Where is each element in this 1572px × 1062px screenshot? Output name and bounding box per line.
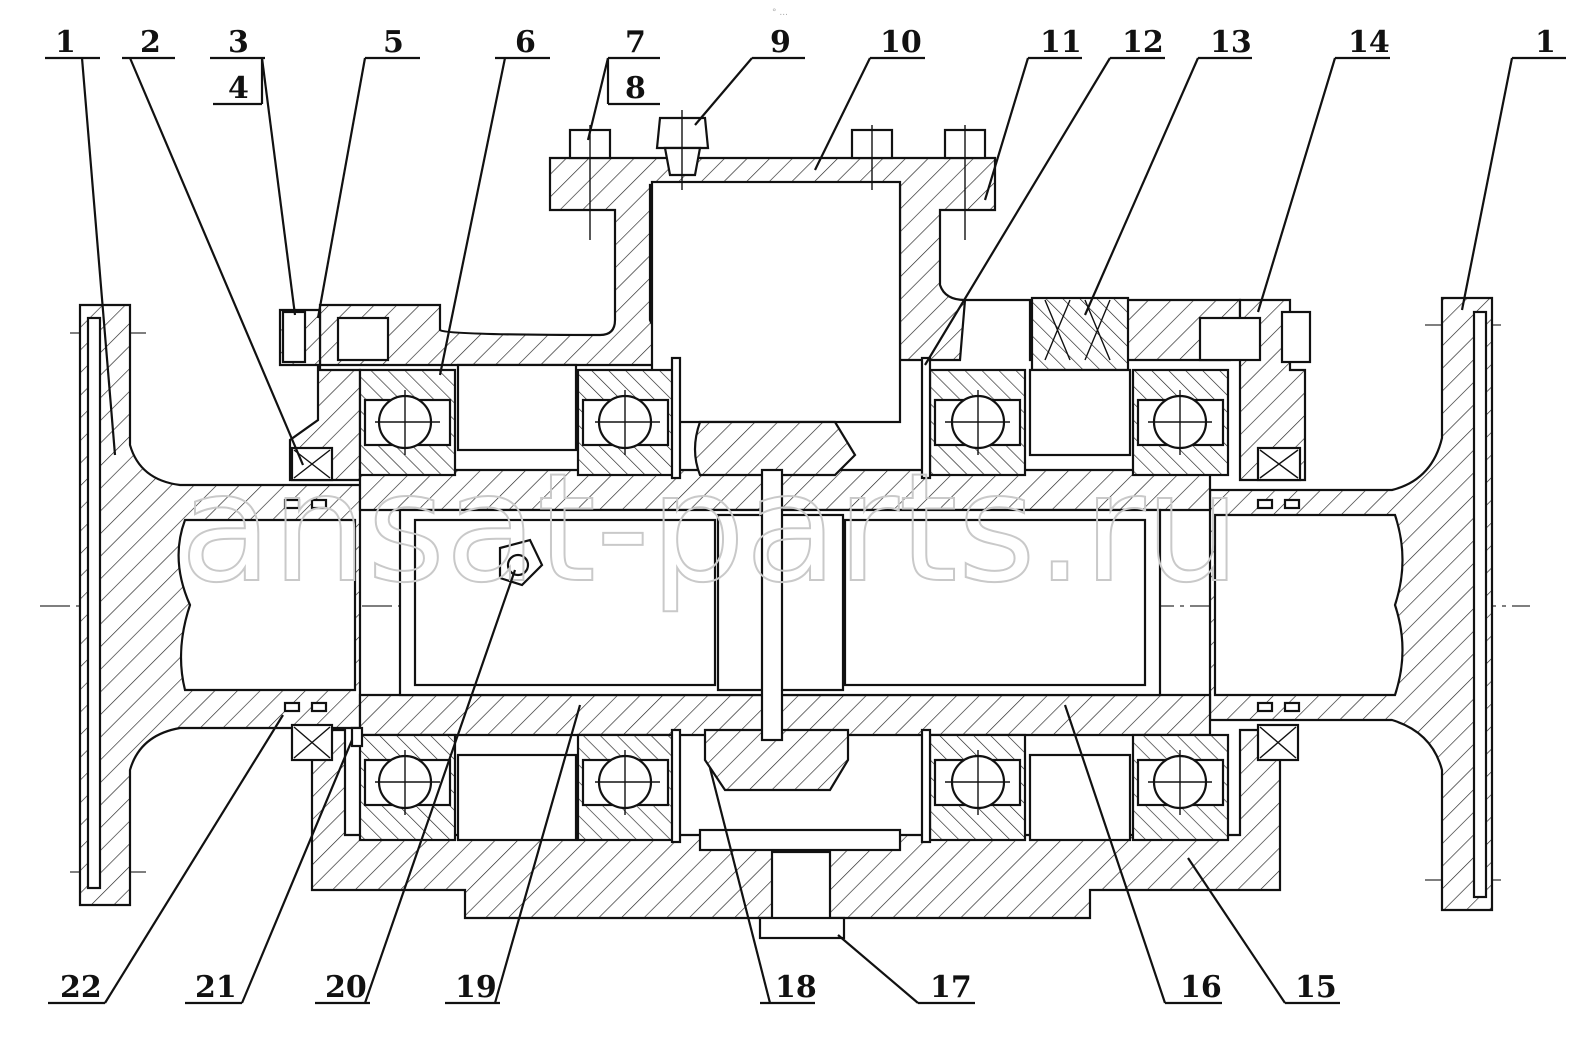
callout-9: 9 bbox=[770, 25, 791, 60]
left-end-cap bbox=[278, 308, 390, 482]
callout-14: 14 bbox=[1348, 25, 1390, 60]
shift-pin bbox=[760, 468, 784, 742]
leader-lines-bottom bbox=[48, 569, 1340, 1005]
spacer-upper-right bbox=[1028, 368, 1132, 457]
callout-4: 4 bbox=[228, 71, 249, 106]
callout-20: 20 bbox=[325, 970, 367, 1005]
upper-housing bbox=[318, 156, 1242, 424]
gear-upper bbox=[693, 420, 857, 477]
gear-lower bbox=[703, 728, 850, 792]
snap-ring-upper-right bbox=[920, 356, 932, 480]
bearing-lower-4 bbox=[1131, 733, 1230, 842]
callout-17: 17 bbox=[930, 970, 972, 1005]
lower-housing bbox=[310, 728, 1282, 940]
callout-15: 15 bbox=[1295, 970, 1337, 1005]
grease-nipple bbox=[498, 538, 544, 587]
callout-3: 3 bbox=[228, 25, 249, 60]
spacer-lower-right bbox=[1028, 753, 1132, 842]
seal-lower-left bbox=[290, 723, 364, 762]
spacer-lower-left bbox=[456, 753, 578, 842]
bearing-upper-3 bbox=[928, 368, 1027, 477]
bearing-upper-1 bbox=[358, 368, 457, 477]
callout-12: 12 bbox=[1122, 25, 1164, 60]
watermark-text: ansat-parts.ru bbox=[180, 442, 1240, 616]
callout-18: 18 bbox=[775, 970, 817, 1005]
seal-lower-right bbox=[1256, 723, 1300, 762]
callout-22: 22 bbox=[60, 970, 102, 1005]
breather-plug bbox=[655, 110, 710, 190]
callout-11: 11 bbox=[1040, 25, 1082, 60]
callout-8: 8 bbox=[625, 71, 646, 106]
callout-16: 16 bbox=[1180, 970, 1222, 1005]
cover-bolt-right bbox=[943, 125, 987, 240]
cover-bolt-mid bbox=[850, 125, 894, 190]
callout-19: 19 bbox=[455, 970, 497, 1005]
callout-2: 2 bbox=[140, 25, 161, 60]
callout-5: 5 bbox=[383, 25, 404, 60]
callout-1-left: 1 bbox=[55, 25, 76, 60]
snap-ring-lower-left bbox=[670, 728, 682, 844]
bearing-upper-4 bbox=[1131, 368, 1230, 477]
bearing-lower-2 bbox=[576, 733, 675, 842]
callout-21: 21 bbox=[195, 970, 237, 1005]
snap-ring-upper-left bbox=[670, 356, 682, 480]
callout-13: 13 bbox=[1210, 25, 1252, 60]
bearing-lower-3 bbox=[928, 733, 1027, 842]
right-end-cap bbox=[1198, 298, 1312, 482]
leader-lines-top bbox=[45, 56, 1566, 466]
snap-ring-lower-right bbox=[920, 728, 932, 844]
callout-6: 6 bbox=[515, 25, 536, 60]
spacer-upper-left bbox=[456, 363, 578, 452]
callout-7: 7 bbox=[625, 25, 646, 60]
callout-1-right: 1 bbox=[1535, 25, 1556, 60]
callout-10: 10 bbox=[880, 25, 922, 60]
top-mark: ° ... bbox=[772, 8, 788, 18]
o-rings bbox=[283, 498, 1301, 713]
